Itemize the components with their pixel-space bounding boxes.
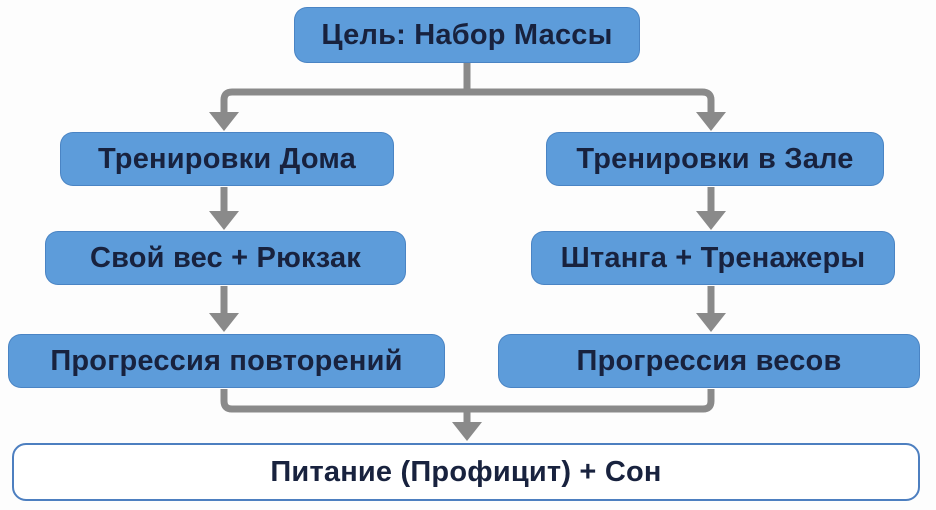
node-goal: Цель: Набор Массы [294, 7, 640, 63]
node-nutrition-sleep-label: Питание (Профицит) + Сон [270, 455, 662, 488]
arrowhead-home-to-bodyweight [209, 211, 239, 230]
edge-merge-bar [220, 389, 715, 413]
edge-goal-split [220, 88, 715, 114]
node-bodyweight-backpack-label: Свой вес + Рюкзак [89, 241, 362, 274]
arrowhead-barbell-to-weight [696, 313, 726, 332]
arrowhead-goal-to-gym [696, 112, 726, 131]
node-goal-label: Цель: Набор Массы [321, 18, 613, 51]
node-nutrition-sleep: Питание (Профицит) + Сон [12, 443, 920, 501]
node-home-training: Тренировки Дома [60, 132, 394, 186]
node-barbell-machines-label: Штанга + Тренажеры [560, 241, 866, 274]
node-weight-progression: Прогрессия весов [498, 334, 920, 388]
arrowhead-gym-to-barbell [696, 211, 726, 230]
arrowhead-merge-to-nutrition [452, 422, 482, 441]
node-rep-progression-label: Прогрессия повторений [50, 344, 403, 377]
node-bodyweight-backpack: Свой вес + Рюкзак [45, 231, 406, 285]
arrowhead-goal-to-home [209, 112, 239, 131]
node-weight-progression-label: Прогрессия весов [576, 344, 842, 377]
node-barbell-machines: Штанга + Тренажеры [531, 231, 895, 285]
node-rep-progression: Прогрессия повторений [8, 334, 445, 388]
arrowhead-bodyweight-to-rep [209, 313, 239, 332]
node-home-training-label: Тренировки Дома [98, 142, 356, 175]
node-gym-training: Тренировки в Зале [546, 132, 884, 186]
node-gym-training-label: Тренировки в Зале [576, 142, 854, 175]
